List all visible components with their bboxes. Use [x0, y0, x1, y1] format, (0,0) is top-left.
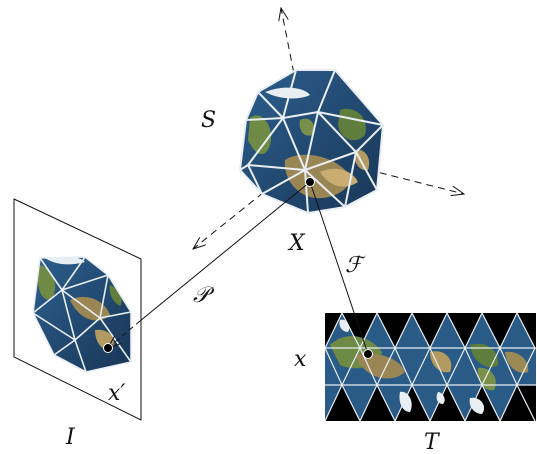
mapping-lines [108, 181, 369, 355]
label-P: 𝒫 [193, 283, 215, 308]
label-S: S [201, 108, 216, 133]
label-I: I [65, 425, 76, 450]
texture-map [325, 313, 536, 421]
map-F-line [309, 181, 369, 355]
globe-edges [239, 69, 384, 214]
label-X: X [287, 231, 306, 256]
label-F: ℱ [345, 253, 366, 278]
label-x: x [294, 347, 307, 372]
image-point-x-prime [103, 343, 113, 353]
projection-P-dashed [108, 320, 141, 348]
label-x-prime: x′ [108, 381, 125, 406]
icosahedron-globe [239, 69, 384, 214]
label-T: T [424, 430, 441, 454]
sphere-point-X [305, 177, 315, 187]
texture-point-x [363, 349, 373, 359]
globe-landmass [248, 115, 272, 155]
projection-P-line [139, 181, 311, 322]
